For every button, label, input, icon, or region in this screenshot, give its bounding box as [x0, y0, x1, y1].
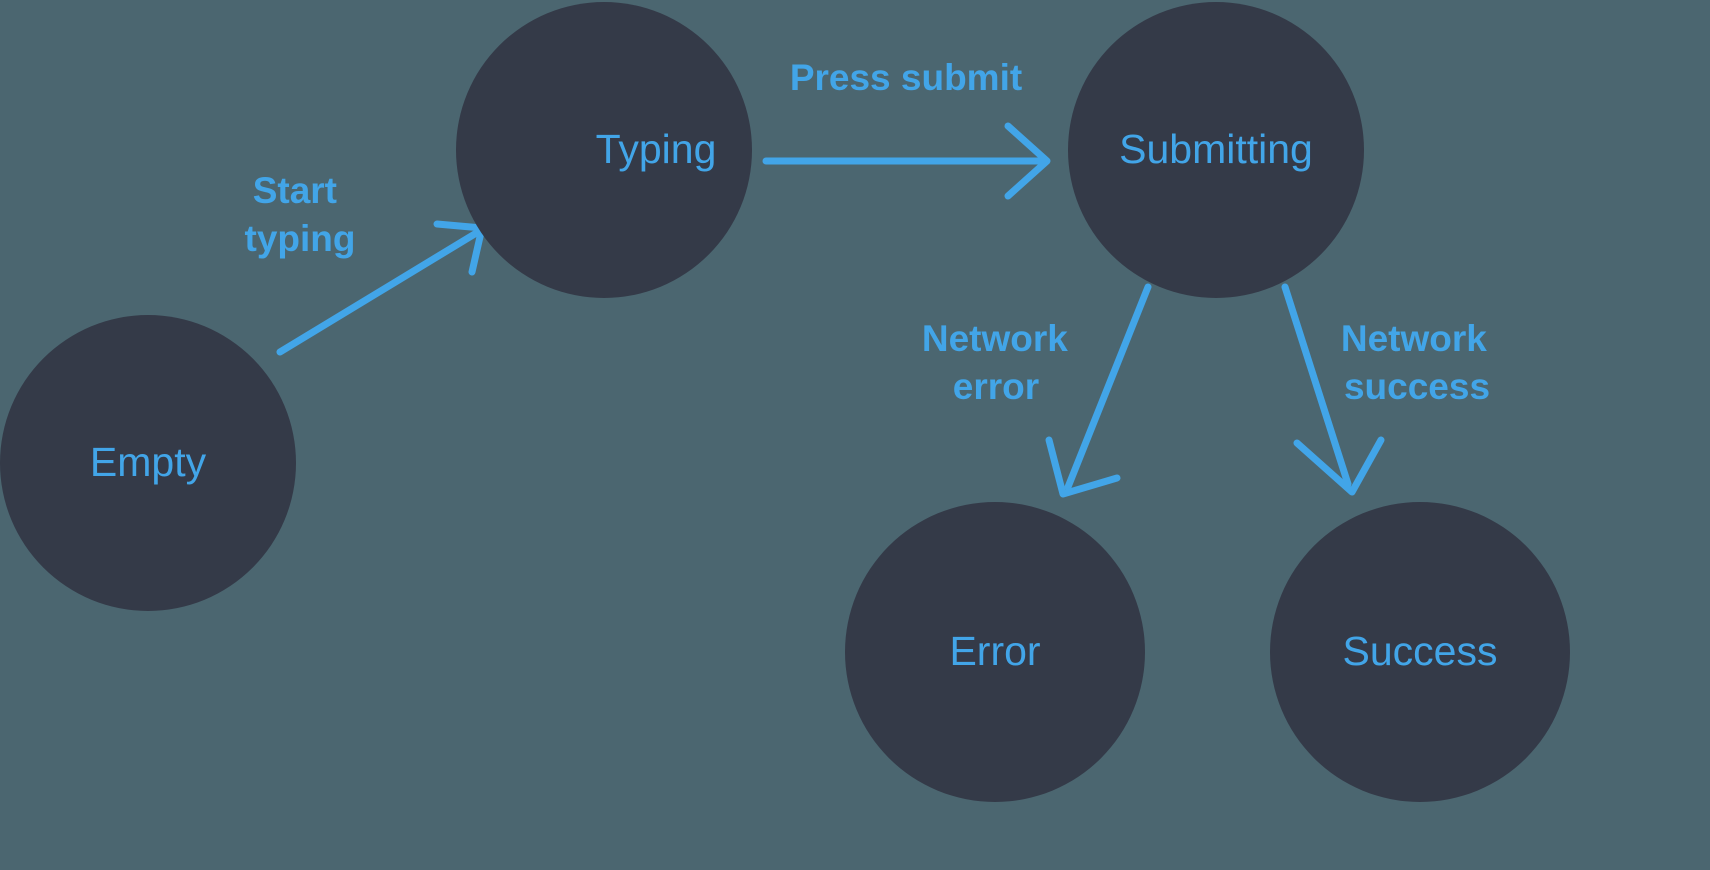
transition-start-typing-line [276, 228, 482, 356]
transition-label-line: success [1344, 366, 1490, 407]
transition-edges [276, 122, 1385, 498]
state-label-error: Error [949, 628, 1040, 674]
state-node-error[interactable]: Error [845, 502, 1145, 802]
state-label-empty: Empty [90, 439, 207, 485]
state-node-typing[interactable]: Typing [456, 2, 752, 298]
transition-labels: Start typing Press submit Network error … [245, 57, 1497, 407]
state-circle-success [1270, 502, 1570, 802]
state-node-empty[interactable]: Empty [0, 315, 296, 611]
state-node-submitting[interactable]: Submitting [1068, 2, 1364, 298]
transition-network-error-arrowhead [1045, 436, 1121, 498]
transition-network-success[interactable] [1281, 283, 1385, 496]
state-circle-submitting [1068, 2, 1364, 298]
transition-label-line: typing [245, 218, 356, 259]
transition-network-success-arrowhead [1293, 436, 1385, 496]
state-nodes: Empty Typing Submitting Error Success [0, 2, 1570, 802]
state-label-success: Success [1343, 628, 1498, 674]
transition-label-network-error: Network error [922, 318, 1078, 407]
transition-label-network-success: Network success [1341, 318, 1497, 407]
state-node-success[interactable]: Success [1270, 502, 1570, 802]
transition-press-submit-arrowhead [1004, 122, 1051, 200]
transition-label-line: Press submit [790, 57, 1022, 98]
state-label-submitting: Submitting [1119, 126, 1313, 172]
state-circle-empty [0, 315, 296, 611]
state-circle-typing [456, 2, 752, 298]
transition-label-start-typing: Start typing [245, 170, 356, 259]
transition-network-success-line [1281, 283, 1352, 488]
transition-press-submit[interactable] [762, 122, 1051, 200]
transition-label-press-submit: Press submit [790, 57, 1022, 98]
state-label-typing: Typing [596, 126, 717, 172]
transition-label-line: Network [922, 318, 1068, 359]
transition-label-line: Start [253, 170, 337, 211]
transition-network-error[interactable] [1045, 283, 1152, 498]
transition-label-line: Network [1341, 318, 1487, 359]
transition-label-line: error [953, 366, 1039, 407]
state-circle-error [845, 502, 1145, 802]
transition-network-error-line [1064, 283, 1152, 491]
